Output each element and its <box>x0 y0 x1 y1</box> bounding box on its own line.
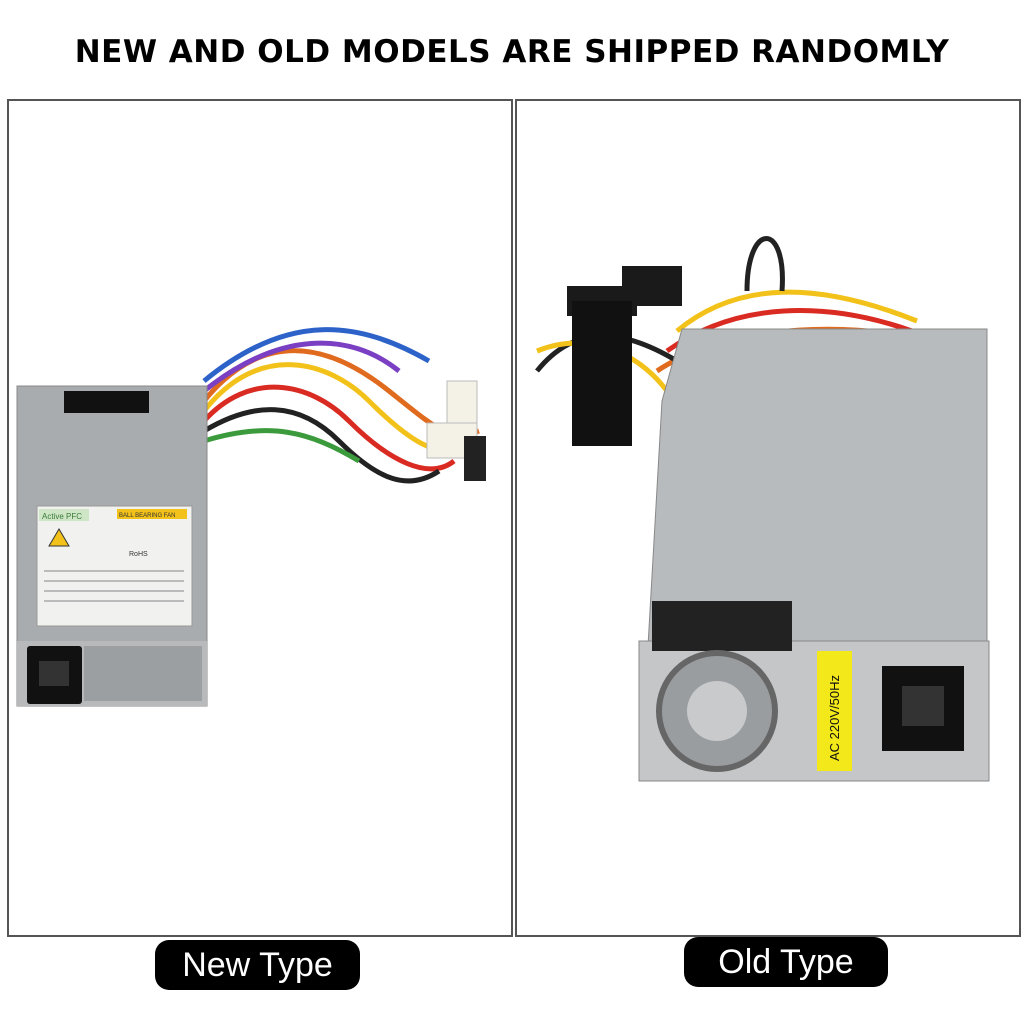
voltage-sticker-label: AC 220V/50Hz <box>827 675 842 761</box>
rohs-label: RoHS <box>129 551 148 558</box>
new-type-caption: New Type <box>155 940 360 990</box>
old-type-caption: Old Type <box>684 937 888 987</box>
old-type-panel: AC 220V/50Hz <box>515 99 1021 937</box>
old-type-psu-image: AC 220V/50Hz <box>535 236 990 782</box>
pfc-label: Active PFC <box>42 512 82 521</box>
fan-label: BALL BEARING FAN <box>119 513 175 519</box>
new-type-panel: Active PFC BALL BEARING FAN RoHS <box>7 99 513 937</box>
new-type-psu-image: Active PFC BALL BEARING FAN RoHS <box>16 327 486 707</box>
headline: NEW AND OLD MODELS ARE SHIPPED RANDOMLY <box>74 34 950 70</box>
